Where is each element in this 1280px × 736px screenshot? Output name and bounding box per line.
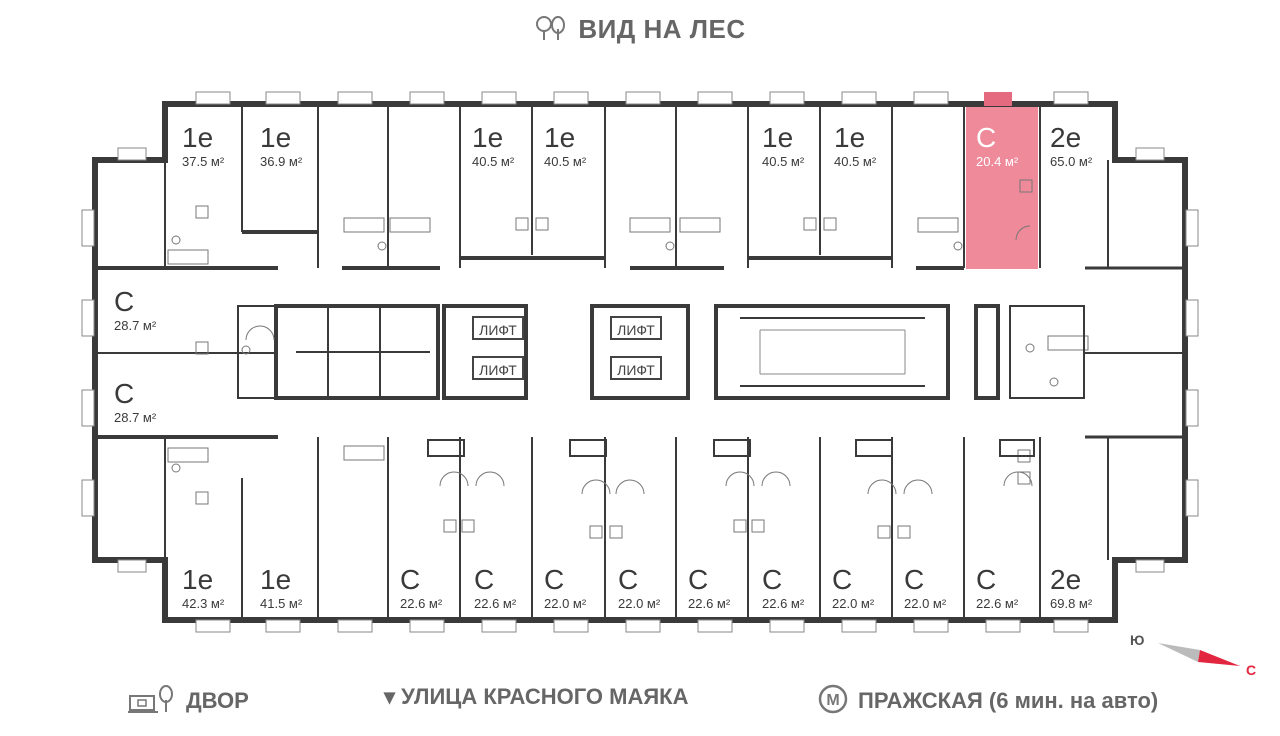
tree-icon — [534, 15, 568, 48]
apartment-type: 1е — [834, 122, 866, 153]
apartment-label[interactable]: 1е 40.5 м² — [834, 124, 876, 170]
apartment-area: 22.0 м² — [618, 596, 661, 611]
apartment-label[interactable]: 1е 40.5 м² — [544, 124, 586, 170]
apartment-type: 1е — [182, 122, 214, 153]
apartment-area: 69.8 м² — [1050, 596, 1093, 611]
yard-label-text: ДВОР — [186, 687, 249, 713]
apartment-type: С — [400, 564, 421, 595]
metro-label-text: ПРАЖСКАЯ (6 мин. на авто) — [858, 687, 1159, 713]
apartment-label[interactable]: 1е 40.5 м² — [762, 124, 804, 170]
apartment-label[interactable]: 1е 42.3 м² — [182, 566, 224, 612]
apartment-label[interactable]: С 22.0 м² — [904, 566, 946, 612]
apartment-type: С — [474, 564, 495, 595]
apartment-type: С — [544, 564, 565, 595]
lift-label: ЛИФТ — [472, 356, 524, 380]
apartment-area: 22.6 м² — [400, 596, 443, 611]
apartment-type: 1е — [762, 122, 794, 153]
apartment-type: 2е — [1050, 564, 1082, 595]
metro-icon-letter: М — [826, 692, 839, 709]
apartment-type: С — [114, 286, 135, 317]
apartment-area: 22.0 м² — [832, 596, 875, 611]
apartment-label[interactable]: С 22.0 м² — [618, 566, 660, 612]
apartment-area: 36.9 м² — [260, 154, 303, 169]
apartment-area: 28.7 м² — [114, 318, 157, 333]
apartment-area: 22.6 м² — [688, 596, 731, 611]
apartment-type: С — [618, 564, 639, 595]
apartment-area: 40.5 м² — [544, 154, 587, 169]
apartment-type: 1е — [544, 122, 576, 153]
apartment-type: 1е — [260, 122, 292, 153]
apartment-type: 1е — [472, 122, 504, 153]
apartment-area: 22.6 м² — [762, 596, 805, 611]
apartment-label[interactable]: С 22.6 м² — [976, 566, 1018, 612]
metro-icon: М — [818, 684, 848, 720]
apartment-area: 37.5 м² — [182, 154, 225, 169]
view-label: ВИД НА ЛЕС — [0, 14, 1280, 48]
apartment-area: 40.5 м² — [834, 154, 877, 169]
apartment-label[interactable]: 2е 69.8 м² — [1050, 566, 1092, 612]
apartment-type: 1е — [182, 564, 214, 595]
apartment-type: С — [976, 122, 997, 153]
apartment-label[interactable]: С 22.6 м² — [688, 566, 730, 612]
apartment-area: 22.6 м² — [976, 596, 1019, 611]
apartment-area: 22.6 м² — [474, 596, 517, 611]
apartment-area: 28.7 м² — [114, 410, 157, 425]
apartment-area: 65.0 м² — [1050, 154, 1093, 169]
apartment-type: С — [832, 564, 853, 595]
apartment-area: 20.4 м² — [976, 154, 1019, 169]
view-label-text: ВИД НА ЛЕС — [578, 14, 746, 44]
apartment-label[interactable]: С 28.7 м² — [114, 380, 156, 426]
street-label: ▾ УЛИЦА КРАСНОГО МАЯКА — [384, 684, 689, 709]
apartment-label[interactable]: 1е 40.5 м² — [472, 124, 514, 170]
apartment-area: 41.5 м² — [260, 596, 303, 611]
metro-label: М ПРАЖСКАЯ (6 мин. на авто) — [818, 684, 1158, 720]
apartment-type: С — [114, 378, 135, 409]
yard-label: ДВОР — [128, 684, 249, 720]
compass-north-label: Ю — [1130, 632, 1145, 648]
apartment-label[interactable]: С 22.6 м² — [762, 566, 804, 612]
compass-south-label: С — [1246, 662, 1257, 678]
apartment-type: С — [688, 564, 709, 595]
apartment-type: 1е — [260, 564, 292, 595]
lift-label: ЛИФТ — [472, 316, 524, 340]
apartment-label[interactable]: С 22.0 м² — [832, 566, 874, 612]
apartment-label[interactable]: С 28.7 м² — [114, 288, 156, 334]
apartment-label[interactable]: 1е 41.5 м² — [260, 566, 302, 612]
apartment-label[interactable]: 1е 37.5 м² — [182, 124, 224, 170]
yard-icon — [128, 684, 176, 720]
apartment-label-selected[interactable]: С 20.4 м² — [976, 124, 1018, 170]
apartment-type: С — [976, 564, 997, 595]
apartment-area: 22.0 м² — [544, 596, 587, 611]
apartment-area: 40.5 м² — [472, 154, 515, 169]
apartment-area: 42.3 м² — [182, 596, 225, 611]
apartment-area: 40.5 м² — [762, 154, 805, 169]
apartment-label[interactable]: С 22.0 м² — [544, 566, 586, 612]
apartment-label[interactable]: 2е 65.0 м² — [1050, 124, 1092, 170]
lift-label: ЛИФТ — [610, 356, 662, 380]
apartment-type: С — [762, 564, 783, 595]
apartment-area: 22.0 м² — [904, 596, 947, 611]
apartment-label[interactable]: С 22.6 м² — [400, 566, 442, 612]
apartment-label[interactable]: С 22.6 м² — [474, 566, 516, 612]
apartment-label[interactable]: 1е 36.9 м² — [260, 124, 302, 170]
lift-label: ЛИФТ — [610, 316, 662, 340]
apartment-type: 2е — [1050, 122, 1082, 153]
apartment-type: С — [904, 564, 925, 595]
